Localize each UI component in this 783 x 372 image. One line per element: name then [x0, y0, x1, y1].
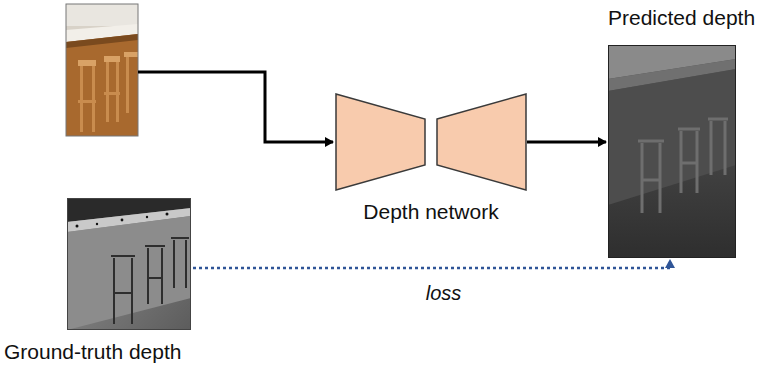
node-box: Predicted depth — [608, 6, 780, 258]
depth-map-image — [608, 45, 736, 258]
node-label: Predicted depth — [608, 6, 780, 30]
encoder-decoder-shape — [335, 92, 527, 192]
encoder-decoder-shape — [335, 92, 527, 192]
node-label: Ground-truth depth — [4, 340, 194, 364]
node-box: Depth network — [335, 92, 527, 224]
depth-map-image — [67, 198, 191, 330]
depth-map-image — [608, 45, 736, 258]
node-label: Depth network — [335, 200, 527, 224]
depth-map-image — [67, 198, 191, 330]
input-arrow — [138, 72, 333, 142]
flow-arrow — [527, 141, 606, 144]
node-box: Ground-truth depth — [4, 198, 194, 364]
input-photo — [66, 4, 138, 136]
dotted-loss-arrow — [193, 260, 670, 268]
edge-label: loss — [423, 282, 465, 304]
